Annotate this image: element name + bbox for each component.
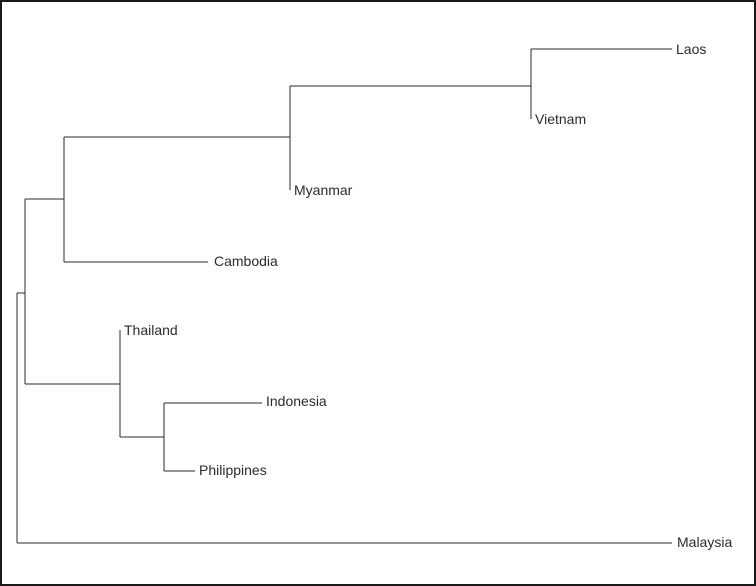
- leaf-label-indonesia: Indonesia: [266, 393, 327, 409]
- leaf-label-myanmar: Myanmar: [294, 182, 353, 198]
- leaf-label-vietnam: Vietnam: [535, 111, 586, 127]
- leaf-label-philippines: Philippines: [199, 462, 267, 478]
- leaf-label-cambodia: Cambodia: [214, 253, 278, 269]
- leaf-label-thailand: Thailand: [124, 322, 178, 338]
- leaf-label-laos: Laos: [676, 41, 706, 57]
- leaf-label-malaysia: Malaysia: [677, 534, 732, 550]
